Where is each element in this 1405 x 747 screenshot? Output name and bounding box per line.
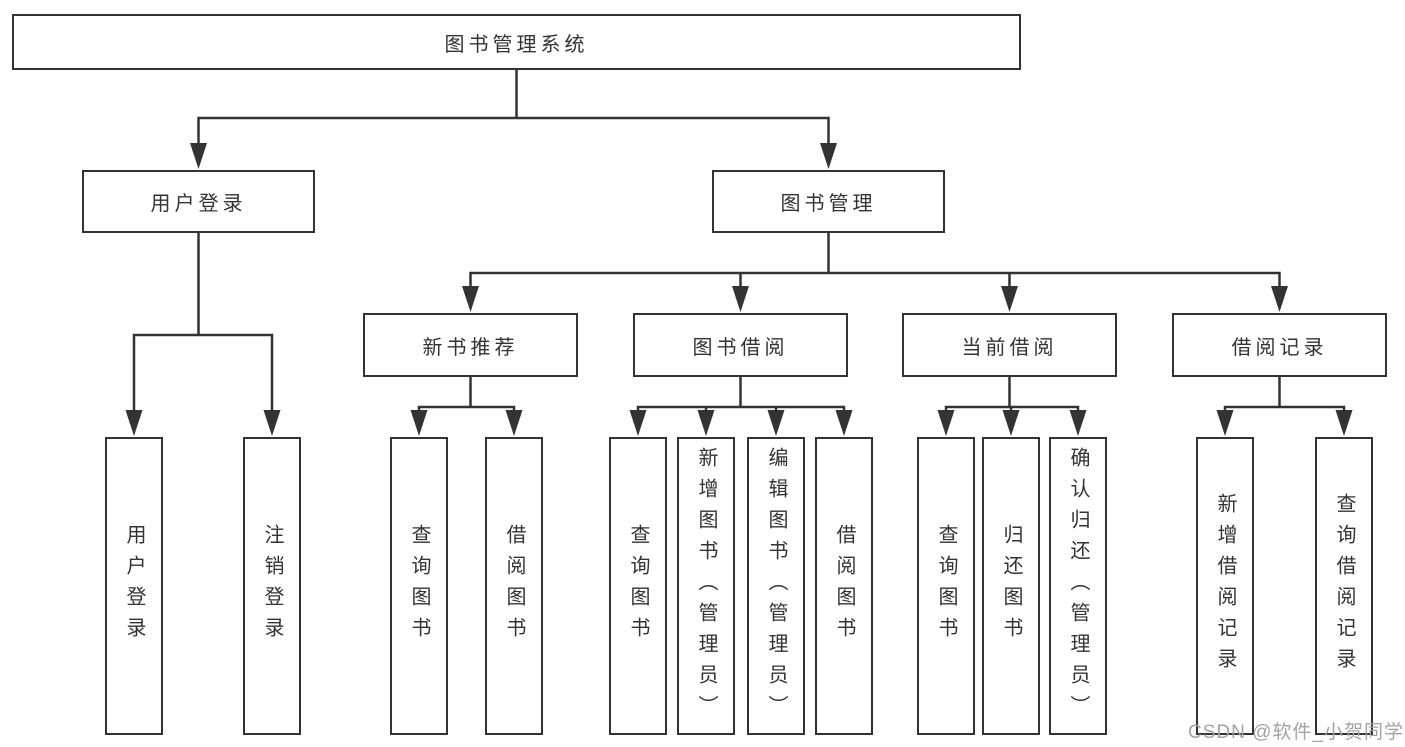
leaf-user-login-label: 用户登录 xyxy=(123,524,145,648)
leaf-nbr-query-book: 查询图书 xyxy=(390,437,448,735)
leaf-user-login: 用户登录 xyxy=(105,437,163,735)
node-new-book-recommend-label: 新书推荐 xyxy=(422,336,519,359)
leaf-cb-return-book-label: 归还图书 xyxy=(1000,524,1022,648)
node-current-borrowing: 当前借阅 xyxy=(902,313,1117,377)
leaf-br-add-record: 新增借阅记录 xyxy=(1196,437,1254,735)
leaf-nbr-query-book-label: 查询图书 xyxy=(408,524,430,648)
leaf-cb-query-book-label: 查询图书 xyxy=(935,524,957,648)
leaf-nbr-borrow-book-label: 借阅图书 xyxy=(503,524,525,648)
node-new-book-recommend: 新书推荐 xyxy=(363,313,578,377)
leaf-bb-edit-book-label: 编辑图书（管理员） xyxy=(765,446,787,726)
csdn-watermark: CSDN @软件_小贺同学 xyxy=(1188,722,1404,743)
node-book-borrowing-label: 图书借阅 xyxy=(692,336,789,359)
node-borrow-records: 借阅记录 xyxy=(1172,313,1387,377)
node-user-login: 用户登录 xyxy=(82,170,315,233)
node-root: 图书管理系统 xyxy=(12,14,1021,70)
leaf-bb-query-book: 查询图书 xyxy=(609,437,667,735)
leaf-bb-borrow-book-label: 借阅图书 xyxy=(833,524,855,648)
leaf-cb-confirm-return-label: 确认归还（管理员） xyxy=(1067,446,1089,726)
node-borrow-records-label: 借阅记录 xyxy=(1231,336,1328,359)
node-book-borrowing: 图书借阅 xyxy=(633,313,848,377)
node-book-management-label: 图书管理 xyxy=(780,193,877,215)
node-root-label: 图书管理系统 xyxy=(444,33,589,56)
node-user-login-label: 用户登录 xyxy=(150,193,247,215)
leaf-br-query-record-label: 查询借阅记录 xyxy=(1333,493,1355,679)
leaf-bb-add-book-label: 新增图书（管理员） xyxy=(695,446,717,726)
leaf-br-add-record-label: 新增借阅记录 xyxy=(1214,493,1236,679)
leaf-cb-query-book: 查询图书 xyxy=(917,437,975,735)
leaf-cb-return-book: 归还图书 xyxy=(982,437,1040,735)
leaf-cb-confirm-return: 确认归还（管理员） xyxy=(1049,437,1107,735)
leaf-nbr-borrow-book: 借阅图书 xyxy=(485,437,543,735)
leaf-bb-borrow-book: 借阅图书 xyxy=(815,437,873,735)
leaf-bb-query-book-label: 查询图书 xyxy=(627,524,649,648)
leaf-logout-label: 注销登录 xyxy=(261,524,283,648)
leaf-bb-edit-book: 编辑图书（管理员） xyxy=(747,437,805,735)
leaf-bb-add-book: 新增图书（管理员） xyxy=(677,437,735,735)
leaf-br-query-record: 查询借阅记录 xyxy=(1315,437,1373,735)
node-current-borrowing-label: 当前借阅 xyxy=(961,336,1058,359)
leaf-logout: 注销登录 xyxy=(243,437,301,735)
node-book-management: 图书管理 xyxy=(712,170,945,233)
